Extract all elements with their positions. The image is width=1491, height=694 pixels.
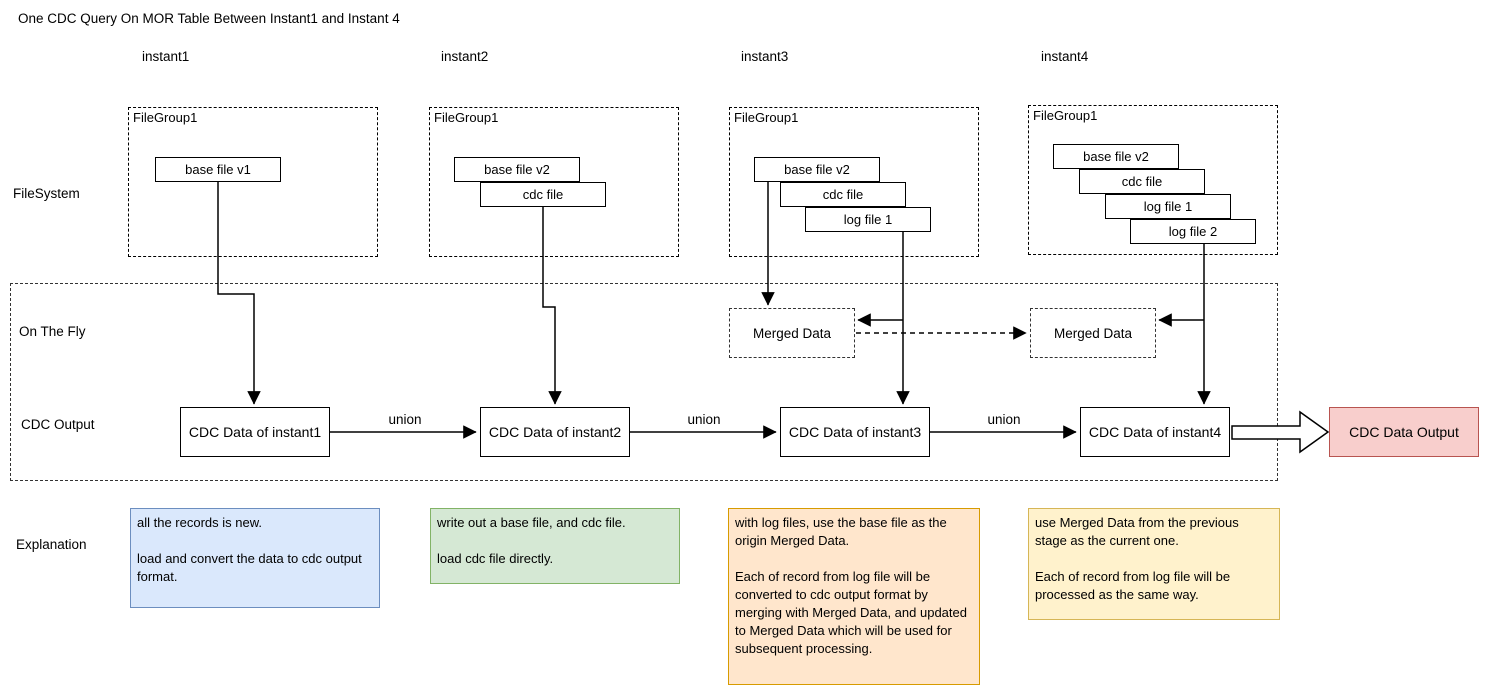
file-box-log2: log file 2 <box>1130 219 1256 244</box>
filegroup-label: FileGroup1 <box>133 110 198 125</box>
merged-data-box-instant4: Merged Data <box>1030 308 1156 358</box>
file-box-base-v2: base file v2 <box>454 157 580 182</box>
instant1-column-label: instant1 <box>142 49 190 64</box>
explanation-box-instant2: write out a base file, and cdc file. loa… <box>430 508 680 584</box>
row-label-on-the-fly: On The Fly <box>19 324 86 339</box>
file-box-log1: log file 1 <box>1105 194 1231 219</box>
explanation-box-instant3: with log files, use the base file as the… <box>728 508 980 685</box>
file-box-cdc: cdc file <box>1079 169 1205 194</box>
cdc-data-box-instant1: CDC Data of instant1 <box>180 407 330 457</box>
union-label-2: union <box>687 412 721 427</box>
filegroup-box-instant3: FileGroup1 <box>729 107 979 257</box>
diagram-title: One CDC Query On MOR Table Between Insta… <box>18 11 400 26</box>
row-label-explanation: Explanation <box>16 537 87 552</box>
cdc-data-box-instant4: CDC Data of instant4 <box>1080 407 1230 457</box>
file-box-cdc: cdc file <box>780 182 906 207</box>
row-label-filesystem: FileSystem <box>13 186 80 201</box>
file-box-log1: log file 1 <box>805 207 931 232</box>
instant3-column-label: instant3 <box>741 49 789 64</box>
cdc-data-output-box: CDC Data Output <box>1329 407 1479 457</box>
explanation-box-instant1: all the records is new. load and convert… <box>130 508 380 608</box>
file-box-base-v2: base file v2 <box>1053 144 1179 169</box>
instant4-column-label: instant4 <box>1041 49 1089 64</box>
file-box-cdc: cdc file <box>480 182 606 207</box>
file-box-base-v2: base file v2 <box>754 157 880 182</box>
merged-data-box-instant3: Merged Data <box>729 308 855 358</box>
union-label-1: union <box>388 412 422 427</box>
filegroup-label: FileGroup1 <box>434 110 499 125</box>
union-label-3: union <box>987 412 1021 427</box>
filegroup-box-instant4: FileGroup1 <box>1028 105 1278 255</box>
filegroup-label: FileGroup1 <box>1033 108 1098 123</box>
explanation-box-instant4: use Merged Data from the previous stage … <box>1028 508 1280 620</box>
file-box-base-v1: base file v1 <box>155 157 281 182</box>
cdc-data-box-instant3: CDC Data of instant3 <box>780 407 930 457</box>
instant2-column-label: instant2 <box>441 49 489 64</box>
cdc-data-box-instant2: CDC Data of instant2 <box>480 407 630 457</box>
filegroup-label: FileGroup1 <box>734 110 799 125</box>
processing-region-box <box>10 283 1278 481</box>
filegroup-box-instant1: FileGroup1 <box>128 107 378 257</box>
row-label-cdc-output: CDC Output <box>21 417 95 432</box>
